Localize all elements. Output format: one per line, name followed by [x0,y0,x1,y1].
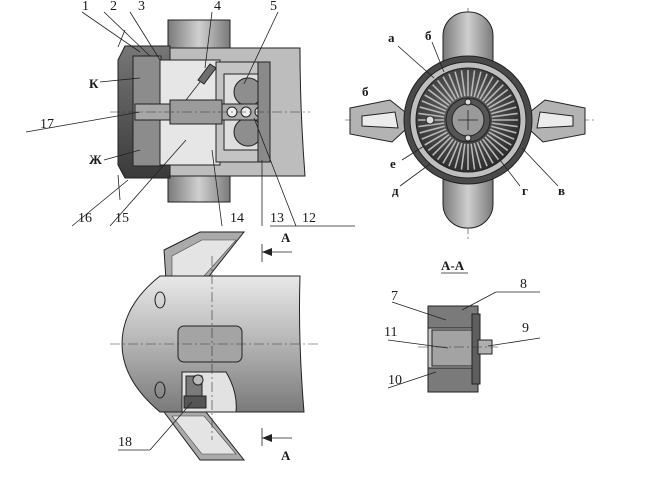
label-d: д [392,183,399,198]
rib [490,125,517,134]
top-view-callouts: 1 2 3 4 5 К 17 Ж 16 15 14 13 12 [25,0,355,227]
rib [470,70,476,97]
rib [484,136,504,156]
rib [476,73,488,99]
end-view-callouts: а б б е д г в [362,28,565,198]
label-5: 5 [270,0,277,14]
label-10: 10 [388,373,402,388]
rib [436,79,455,102]
label-g: г [522,183,528,198]
rib [419,106,446,115]
side-view-callouts: А А 18 [118,230,291,463]
rib [427,88,450,107]
label-13: 13 [270,211,284,226]
rib [491,122,518,128]
rib [448,73,460,99]
rib [489,128,515,140]
section-arrow-a-bottom: А [281,448,291,463]
rib [427,133,450,152]
label-12: 12 [302,211,316,226]
label-15: 15 [115,211,129,226]
rib [488,94,512,109]
rib [488,131,512,146]
rib [476,141,488,167]
label-k: К [89,76,99,91]
label-v: в [558,183,565,198]
label-18: 18 [118,435,132,450]
label-b-left: б [362,84,369,99]
label-2: 2 [110,0,117,14]
rib [481,138,500,161]
rib [454,142,463,169]
rib [418,112,445,118]
label-a: а [388,30,395,45]
rib [424,94,448,109]
section-arrow-a-top: А [281,230,291,245]
rib [421,100,447,112]
rib [419,125,446,134]
rib [442,140,457,164]
label-7: 7 [391,289,398,304]
rib [432,136,452,156]
label-b-top: б [425,28,432,43]
rib [432,84,452,104]
rib [421,128,447,140]
rib [442,76,457,100]
rib [473,71,482,98]
label-1: 1 [82,0,89,14]
rib [448,141,460,167]
rib [470,143,476,170]
longitudinal-section-view [110,19,310,203]
rib [486,88,509,107]
rib [454,71,463,98]
rib [481,79,500,102]
section-aa-view: А-А 7 8 11 9 10 [384,258,541,393]
rib [460,70,466,97]
section-title: А-А [441,258,465,273]
rib [479,76,494,100]
rib [418,122,445,128]
label-3: 3 [138,0,145,14]
rib [436,138,455,161]
rib [484,84,504,104]
label-4: 4 [214,0,221,14]
rib [424,131,448,146]
label-9: 9 [522,321,529,336]
label-zh: Ж [89,152,102,167]
label-17: 17 [40,117,54,132]
rib [489,100,515,112]
label-16: 16 [78,211,92,226]
label-11: 11 [384,325,397,340]
rib [460,143,466,170]
label-e: е [390,156,396,171]
rib [473,142,482,169]
side-view [110,231,320,461]
label-14: 14 [230,211,244,226]
end-view [345,8,595,240]
label-8: 8 [520,277,527,292]
rib [486,133,509,152]
rib [479,140,494,164]
rib [491,112,518,118]
rib [490,106,517,115]
